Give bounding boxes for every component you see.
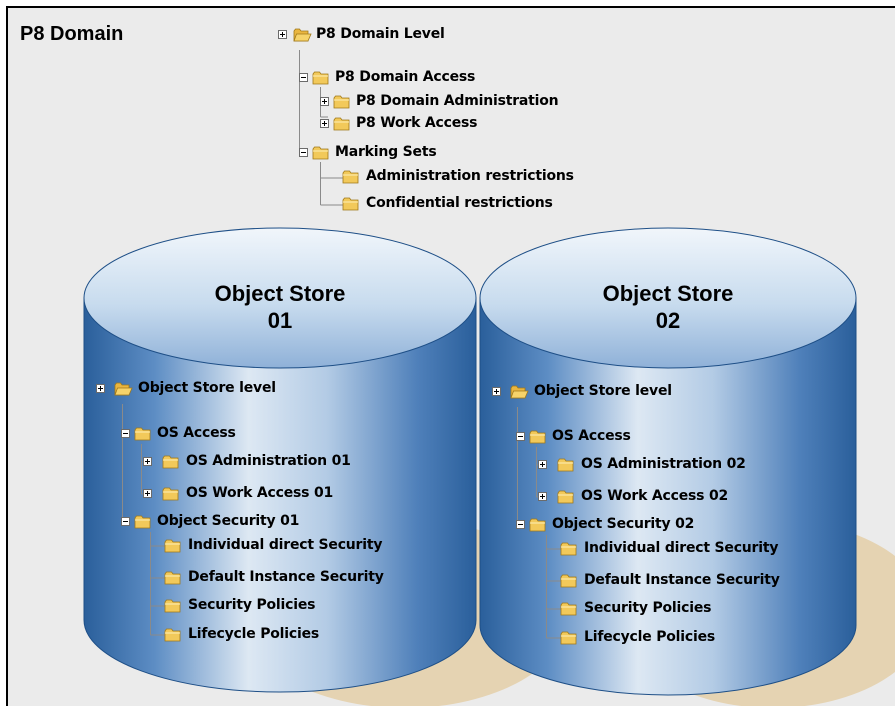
tree-label: P8 Domain Level bbox=[316, 26, 445, 42]
cylinders-layer bbox=[83, 227, 857, 696]
folder-icon bbox=[529, 430, 546, 444]
tree-label: Confidential restrictions bbox=[366, 195, 553, 211]
tree-label: OS Work Access 01 bbox=[186, 485, 334, 501]
tree-label: Default Instance Security bbox=[584, 572, 780, 588]
expand-plus-icon[interactable] bbox=[143, 489, 152, 498]
folder-icon bbox=[164, 599, 181, 613]
folder-icon bbox=[560, 602, 577, 616]
tree-label: Lifecycle Policies bbox=[188, 626, 319, 642]
folder-icon bbox=[162, 487, 179, 501]
cylinder-object-store-01 bbox=[83, 227, 477, 693]
collapse-minus-icon[interactable] bbox=[121, 517, 130, 526]
tree-label: OS Work Access 02 bbox=[581, 488, 729, 504]
store-01-title: Object Store 01 bbox=[170, 280, 390, 334]
folder-icon bbox=[342, 170, 359, 184]
cylinder-object-store-02 bbox=[479, 227, 857, 696]
expand-plus-icon[interactable] bbox=[278, 30, 287, 39]
folder-icon bbox=[134, 427, 151, 441]
folder-icon bbox=[342, 197, 359, 211]
expand-plus-icon[interactable] bbox=[492, 387, 501, 396]
tree-connectors bbox=[122, 50, 566, 639]
folder-icon bbox=[560, 542, 577, 556]
tree-label: P8 Domain Administration bbox=[356, 93, 559, 109]
diagram-canvas: P8 Domain bbox=[6, 6, 895, 706]
tree-label: Object Store level bbox=[138, 380, 276, 396]
tree-label: Administration restrictions bbox=[366, 168, 574, 184]
folder-icon bbox=[560, 631, 577, 645]
folder-icon bbox=[333, 117, 350, 131]
expand-plus-icon[interactable] bbox=[96, 384, 105, 393]
folder-icon bbox=[312, 71, 329, 85]
domain-title: P8 Domain bbox=[20, 23, 124, 45]
expand-plus-icon[interactable] bbox=[538, 492, 547, 501]
tree-label: Individual direct Security bbox=[188, 537, 383, 553]
tree-label: Marking Sets bbox=[335, 144, 437, 160]
tree-label: P8 Work Access bbox=[356, 115, 478, 131]
expand-plus-icon[interactable] bbox=[538, 460, 547, 469]
expand-plus-icon[interactable] bbox=[320, 119, 329, 128]
folder-icon bbox=[162, 455, 179, 469]
folder-icon bbox=[560, 574, 577, 588]
tree-label: P8 Domain Access bbox=[335, 69, 476, 85]
folder-open-icon bbox=[114, 382, 133, 396]
tree-label: Lifecycle Policies bbox=[584, 629, 715, 645]
store-01-title-line1: Object Store bbox=[214, 281, 346, 306]
tree-label: Security Policies bbox=[584, 600, 712, 616]
folder-icon bbox=[557, 490, 574, 504]
store-02-title: Object Store 02 bbox=[558, 280, 778, 334]
store-01-title-line2: 01 bbox=[267, 308, 293, 333]
tree-label: OS Access bbox=[157, 425, 236, 441]
folder-icon bbox=[312, 146, 329, 160]
folder-open-icon bbox=[510, 385, 529, 399]
folder-icon bbox=[333, 95, 350, 109]
folder-icon bbox=[164, 539, 181, 553]
folder-icon bbox=[529, 518, 546, 532]
store-02-title-line2: 02 bbox=[655, 308, 681, 333]
folder-icon bbox=[557, 458, 574, 472]
tree-label: Default Instance Security bbox=[188, 569, 384, 585]
expand-plus-icon[interactable] bbox=[320, 97, 329, 106]
tree-label: OS Access bbox=[552, 428, 631, 444]
collapse-minus-icon[interactable] bbox=[299, 73, 308, 82]
tree-label: Object Store level bbox=[534, 383, 672, 399]
tree-label: Security Policies bbox=[188, 597, 316, 613]
tree-label: Object Security 01 bbox=[157, 513, 300, 529]
tree-label: Object Security 02 bbox=[552, 516, 695, 532]
store-02-title-line1: Object Store bbox=[602, 281, 734, 306]
folder-icon bbox=[164, 571, 181, 585]
collapse-minus-icon[interactable] bbox=[516, 432, 525, 441]
collapse-minus-icon[interactable] bbox=[516, 520, 525, 529]
collapse-minus-icon[interactable] bbox=[121, 429, 130, 438]
folder-icon bbox=[164, 628, 181, 642]
collapse-minus-icon[interactable] bbox=[299, 148, 308, 157]
tree-label: Individual direct Security bbox=[584, 540, 779, 556]
folder-open-icon bbox=[293, 28, 312, 42]
expand-plus-icon[interactable] bbox=[143, 457, 152, 466]
folder-icon bbox=[134, 515, 151, 529]
tree-label: OS Administration 02 bbox=[581, 456, 746, 472]
tree-label: OS Administration 01 bbox=[186, 453, 351, 469]
